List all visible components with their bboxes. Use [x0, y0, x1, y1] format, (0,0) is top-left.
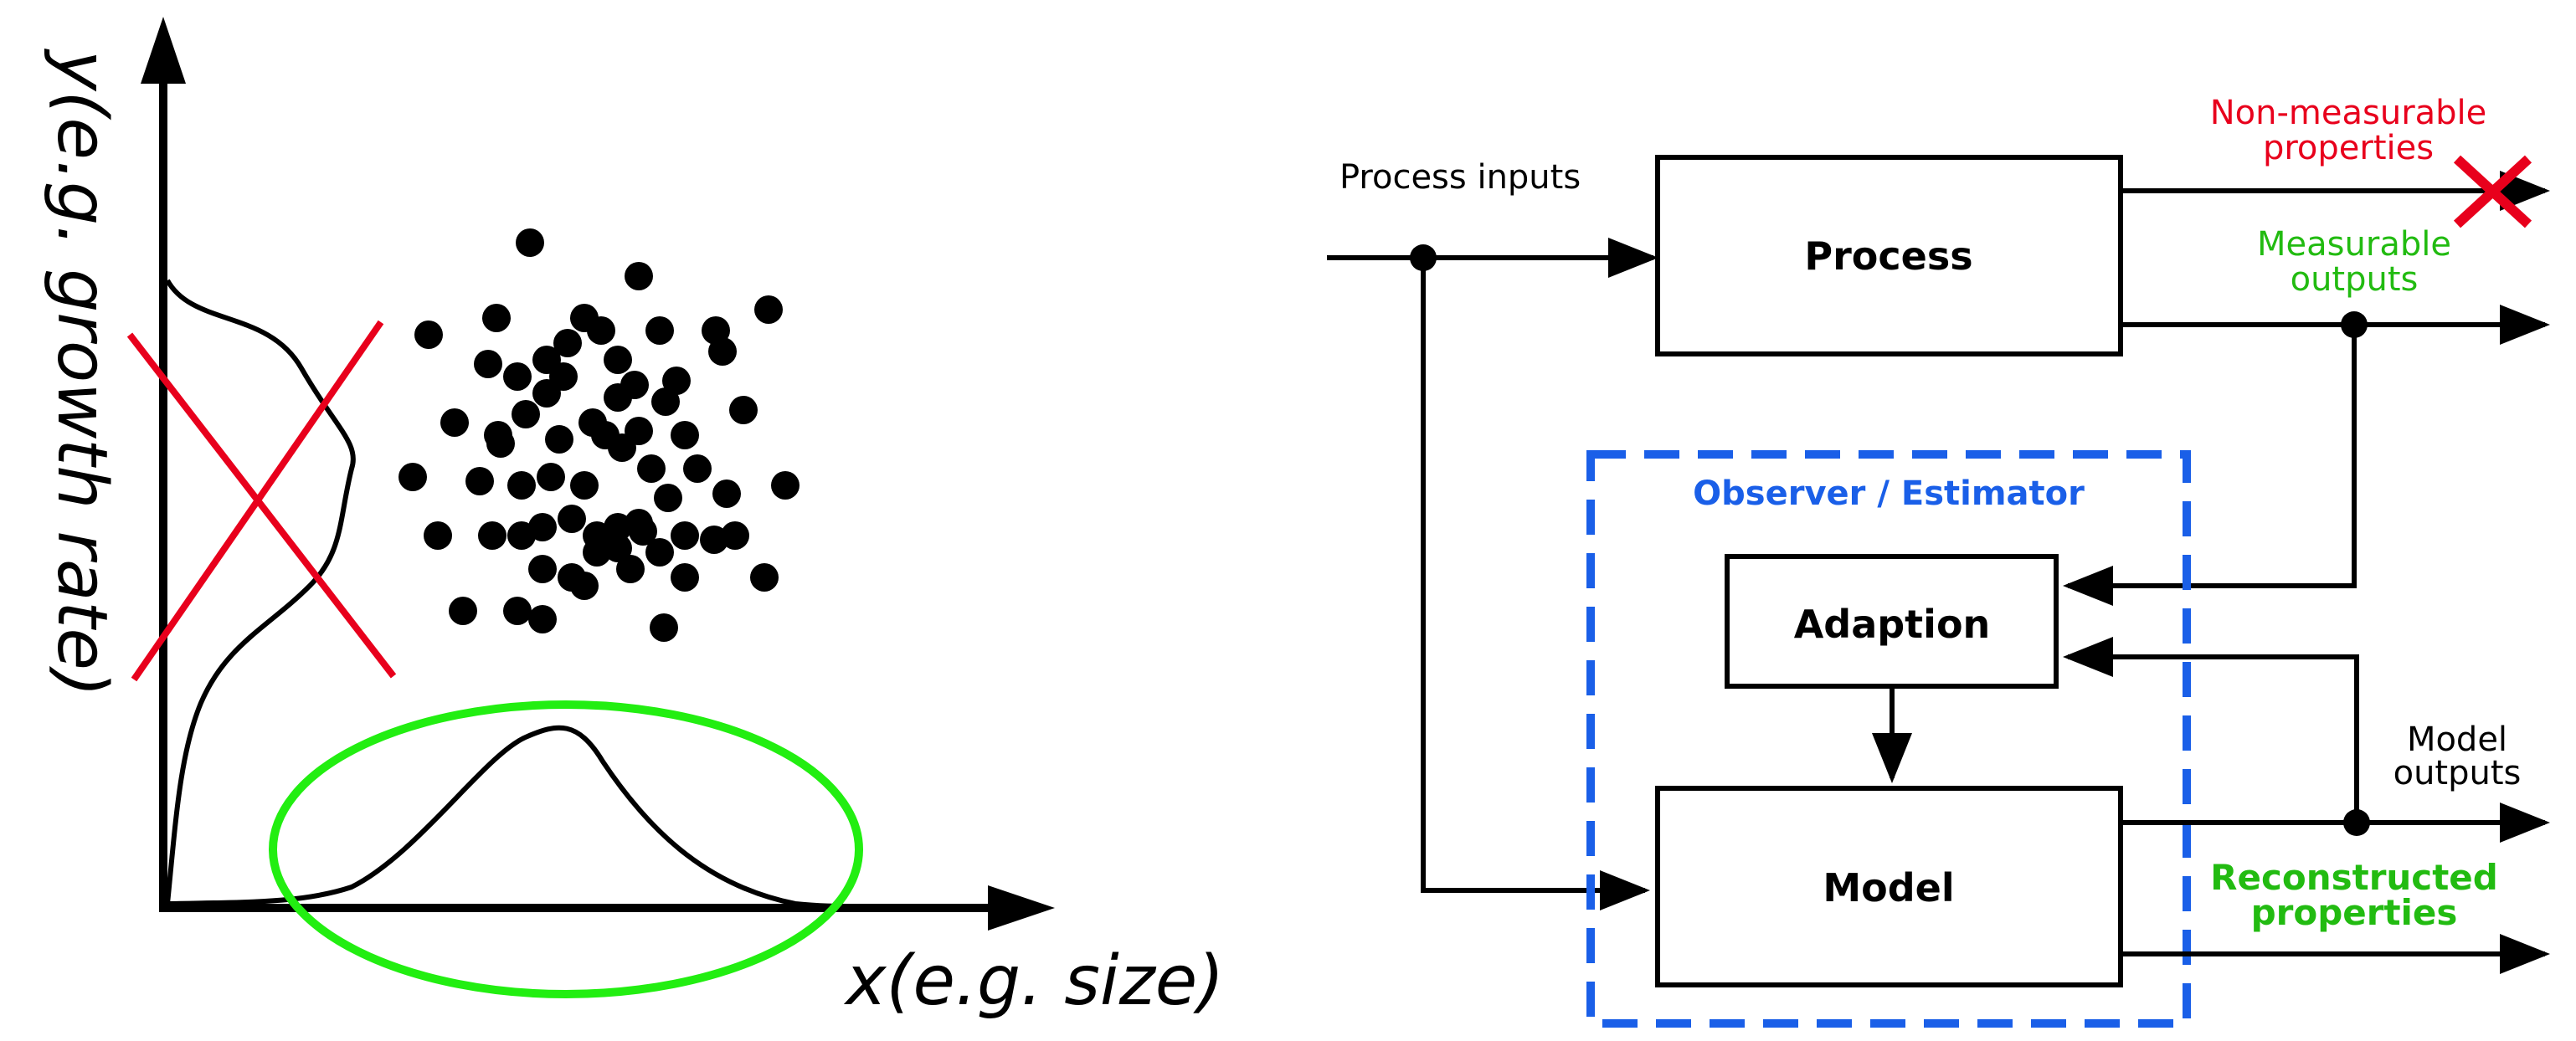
measurable-to-adaption-line — [2063, 325, 2357, 606]
reconstructed-label-line1: Reconstructed — [2210, 857, 2498, 898]
y-axis-label: y(e.g. growth rate) — [42, 48, 121, 697]
scatter-point — [528, 513, 557, 541]
scatter-point — [398, 463, 427, 491]
red-cross-mark — [126, 320, 397, 682]
scatter-point — [553, 329, 582, 357]
non-measurable-label-line1: Non-measurable — [2210, 94, 2487, 132]
x-marginal-distribution — [167, 725, 855, 909]
scatter-point — [625, 262, 653, 290]
y-marginal-distribution — [165, 279, 356, 905]
scatter-point — [478, 521, 506, 550]
scatter-point — [671, 521, 699, 550]
process-box-label: Process — [1804, 233, 1972, 279]
scatter-point — [771, 471, 800, 500]
scatter-point — [671, 421, 699, 449]
scatter-point — [486, 429, 515, 458]
scatter-plot-panel: y(e.g. growth rate) x(e.g. size) — [42, 17, 1224, 1021]
scatter-point — [424, 521, 452, 550]
green-highlight-ellipse — [269, 700, 863, 998]
scatter-point — [750, 563, 779, 592]
measurable-label-line2: outputs — [2291, 260, 2419, 299]
model-output-to-adaption-line — [2063, 637, 2359, 823]
y-axis-arrowhead — [141, 17, 186, 84]
scatter-point — [532, 379, 561, 408]
scatter-point — [616, 555, 645, 583]
scatter-point — [712, 479, 741, 508]
scatter-point — [474, 350, 502, 378]
scatter-point — [629, 517, 657, 546]
scatter-point — [683, 454, 712, 483]
scatter-point — [512, 400, 540, 428]
measurable-label-line1: Measurable — [2257, 225, 2451, 264]
observer-estimator-label: Observer / Estimator — [1693, 474, 2085, 513]
x-axis-arrowhead — [988, 885, 1055, 931]
adaption-box — [1725, 554, 2059, 689]
scatter-point — [645, 316, 674, 345]
scatter-point — [545, 425, 573, 454]
scatter-point — [651, 387, 680, 416]
scatter-point — [570, 471, 599, 500]
scatter-point — [528, 605, 557, 633]
observer-estimator-frame — [1586, 450, 2191, 1028]
scatter-point — [507, 471, 536, 500]
non-measurable-label-line2: properties — [2263, 129, 2434, 167]
model-outputs-label-line2: outputs — [2393, 754, 2522, 792]
scatter-point — [637, 454, 666, 483]
scatter-point — [604, 346, 632, 374]
observer-block-diagram: Process inputs Process Non-measurable pr… — [1327, 94, 2550, 1028]
scatter-point — [604, 383, 632, 412]
scatter-point — [558, 505, 586, 533]
scatter-point — [503, 362, 532, 391]
scatter-point — [608, 433, 636, 462]
scatter-point — [482, 304, 511, 332]
scatter-point — [587, 316, 615, 345]
red-cross-icon — [2453, 155, 2532, 228]
scatter-point — [645, 538, 674, 567]
model-box — [1655, 786, 2123, 987]
scatter-point — [729, 396, 758, 424]
scatter-point — [503, 597, 532, 625]
scatter-point — [671, 563, 699, 592]
input-to-model-line — [1421, 258, 1650, 910]
scatter-point — [654, 484, 682, 512]
process-inputs-label: Process inputs — [1339, 158, 1581, 197]
scatter-point — [449, 597, 477, 625]
model-box-label: Model — [1823, 865, 1954, 910]
scatter-point — [440, 408, 469, 437]
scatter-point — [721, 521, 749, 550]
reconstructed-label-line2: properties — [2251, 892, 2458, 933]
scatter-points — [398, 228, 800, 642]
adaption-box-label: Adaption — [1794, 602, 1991, 647]
scatter-point — [537, 463, 565, 491]
scatter-point — [516, 228, 544, 257]
scatter-point — [528, 555, 557, 583]
model-outputs-label-line1: Model — [2407, 720, 2507, 759]
process-box — [1655, 155, 2123, 356]
scatter-point — [708, 337, 737, 366]
scatter-point — [414, 321, 443, 349]
x-axis-label: x(e.g. size) — [843, 941, 1224, 1021]
scatter-point — [604, 534, 632, 562]
scatter-point — [650, 613, 678, 642]
scatter-point — [754, 295, 783, 324]
scatter-point — [465, 467, 494, 495]
scatter-point — [570, 572, 599, 600]
scatter-point — [662, 367, 691, 395]
